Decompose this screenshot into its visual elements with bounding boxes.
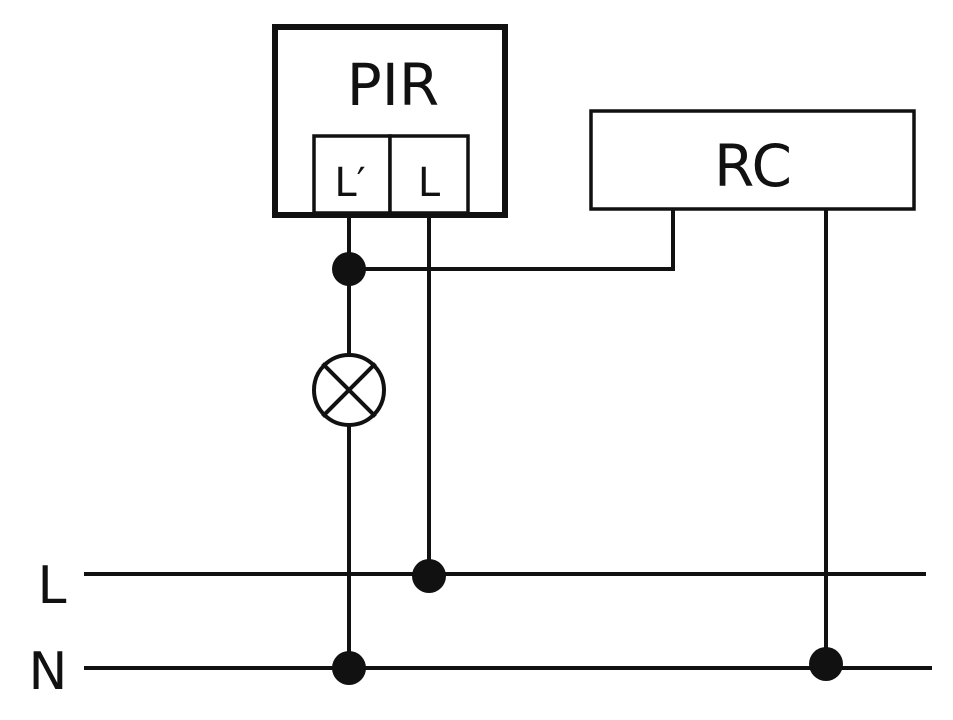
- junction-dot-line-rail: [412, 559, 446, 593]
- junction-dot-neutral-rc: [809, 647, 843, 681]
- line-rail-label: L: [38, 556, 67, 616]
- rc-box: [589, 109, 916, 211]
- pir-terminal-l: [388, 134, 470, 215]
- pir-terminal-l-label: L: [418, 160, 441, 206]
- pir-label: PIR: [347, 51, 439, 119]
- junction-dot-neutral-lamp: [332, 651, 366, 685]
- neutral-rail-label: N: [29, 642, 68, 702]
- pir-terminal-l-prime-label: L′: [334, 160, 365, 206]
- rc-control-wire: [347, 208, 675, 271]
- lamp-icon: [312, 353, 386, 427]
- rc-label: RC: [714, 132, 792, 200]
- junction-dot-pir-output: [332, 252, 366, 286]
